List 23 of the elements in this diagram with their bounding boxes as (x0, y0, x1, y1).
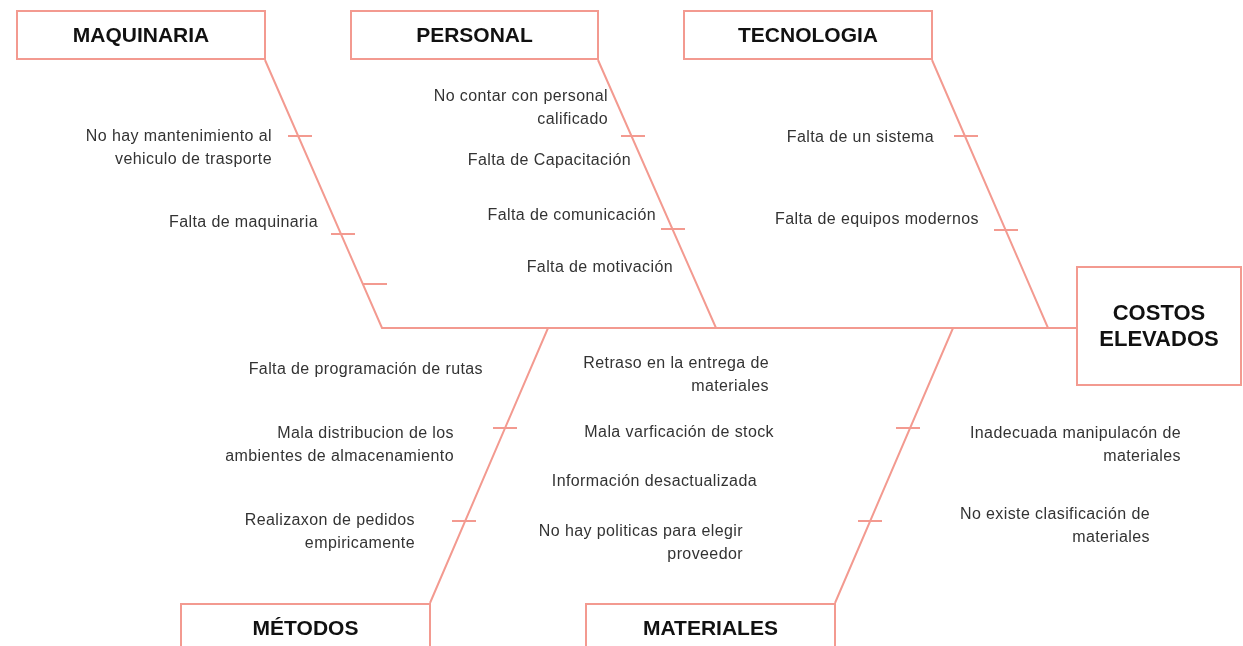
category-box: MATERIALES (585, 603, 836, 646)
cause-text: No contar con personal calificado (432, 86, 608, 129)
effect-box: COSTOS ELEVADOS (1076, 266, 1242, 386)
cause-text: Retraso en la entrega de materiales (582, 353, 769, 396)
cause-text: Falta de Capacitación (466, 150, 631, 170)
category-box: MAQUINARIA (16, 10, 266, 60)
cause-text: Falta de motivación (525, 257, 673, 277)
cause-text: Falta de maquinaria (168, 212, 318, 232)
cause-text: No existe clasificación de materiales (958, 504, 1150, 547)
cause-text: Realizaxon de pedidos empiricamente (243, 510, 415, 553)
cause-text: Falta de programación de rutas (247, 359, 483, 379)
cause-text: No hay mantenimiento al vehiculo de trasporte (84, 126, 272, 169)
category-box: MÉTODOS (180, 603, 431, 646)
cause-text: Inadecuada manipulacón de materiales (968, 423, 1181, 466)
cause-text: Falta de comunicación (486, 205, 656, 225)
cause-text: Mala varficación de stock (583, 422, 774, 442)
category-box: TECNOLOGIA (683, 10, 933, 60)
cause-text: Información desactualizada (550, 471, 757, 491)
cause-text: No hay politicas para elegir proveedor (537, 521, 743, 564)
cause-text: Mala distribucion de los ambientes de almacenamiento (224, 423, 454, 466)
cause-text: Falta de equipos modernos (774, 209, 979, 229)
category-box: PERSONAL (350, 10, 599, 60)
cause-text: Falta de un sistema (785, 127, 934, 147)
